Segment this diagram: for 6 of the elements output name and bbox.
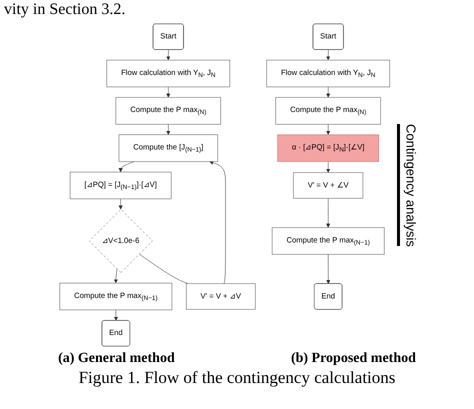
text-fragment: vity in Section 3.2. — [4, 0, 126, 20]
annotation-label: Contingency analysis — [397, 124, 418, 246]
subfigure-label: (a) General method — [58, 350, 175, 368]
subfigure-label: (b) Proposed method — [290, 350, 416, 368]
figure-caption: Figure 1. Flow of the contingency calculations — [78, 368, 396, 388]
connector — [138, 254, 188, 284]
